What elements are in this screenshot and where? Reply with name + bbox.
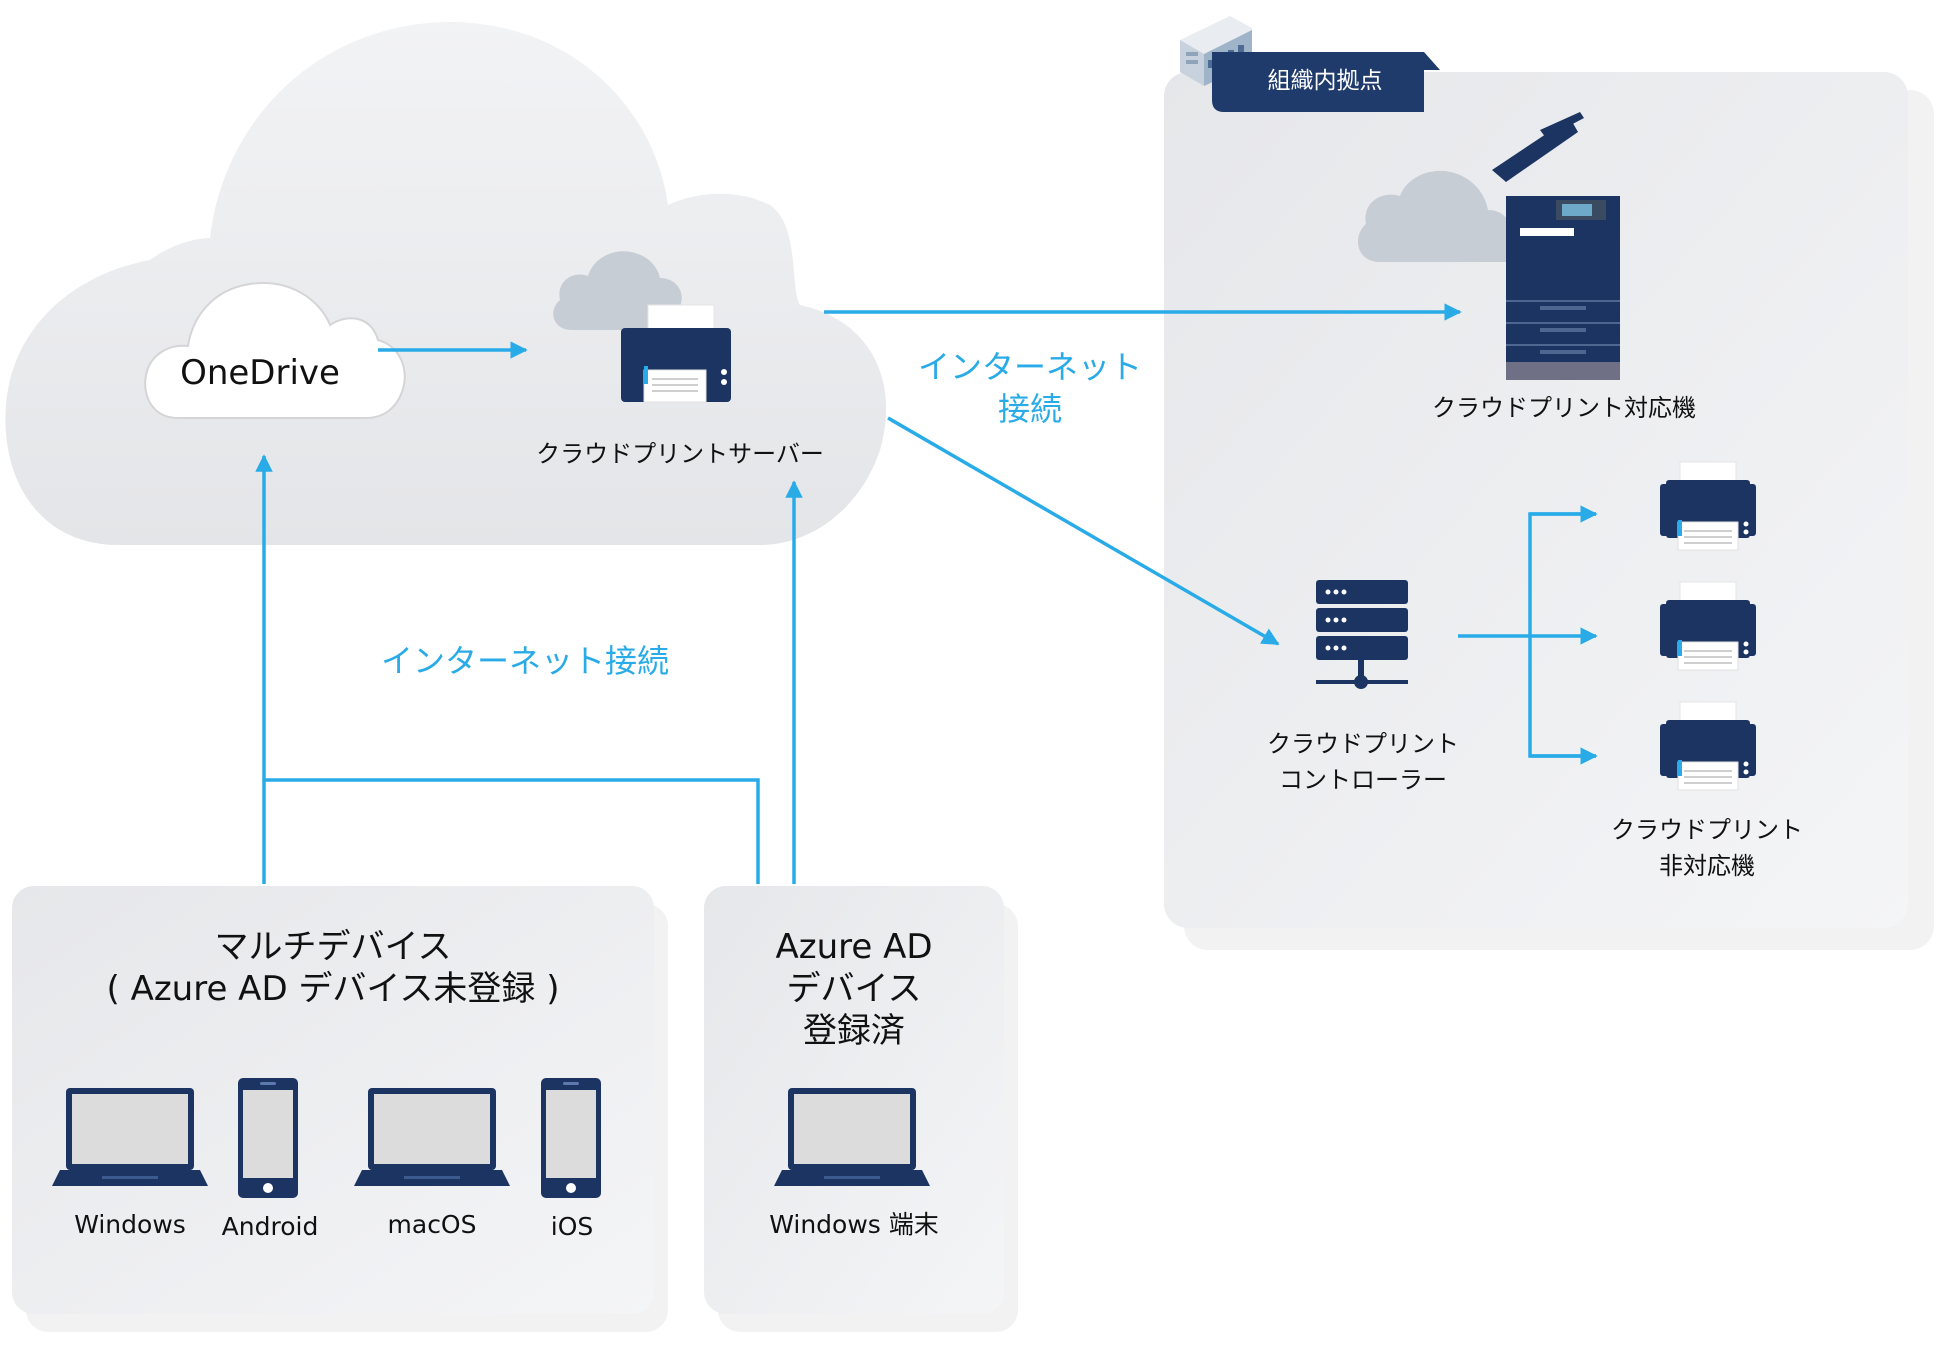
azure-title-line1: Azure AD [775, 927, 933, 967]
device-label-ios: iOS [550, 1212, 594, 1241]
azure-device-label: Windows 端末 [769, 1210, 939, 1239]
multi-device-title-line2: ( Azure AD デバイス未登録 ) [106, 969, 560, 1009]
cloud-print-mfp-icon [1357, 112, 1620, 380]
line-bridge [264, 778, 760, 884]
noncompatible-label-line2: 非対応機 [1659, 852, 1755, 880]
controller-label-line1: クラウドプリント [1267, 730, 1459, 758]
azure-windows-laptop-icon [774, 1088, 930, 1186]
azure-panel-title: Azure AD デバイス 登録済 [704, 926, 1004, 1052]
onedrive-cloud-icon [144, 282, 406, 419]
internet-label-bottom: インターネット接続 [380, 642, 669, 680]
server-label: クラウドプリントサーバー [536, 440, 824, 468]
mac-laptop-icon [354, 1088, 510, 1186]
device-label-macos: macOS [387, 1210, 477, 1239]
device-label-android: Android [221, 1212, 319, 1241]
compatible-label: クラウドプリント対応機 [1432, 394, 1696, 422]
ios-phone-icon [541, 1078, 601, 1198]
noncompatible-label-line1: クラウドプリント [1611, 816, 1803, 844]
controller-label: クラウドプリント コントローラー [1246, 726, 1480, 798]
internet-label-top: インターネット 接続 [910, 346, 1150, 430]
internet-label-top-line2: 接続 [997, 390, 1062, 428]
connector-lines [255, 303, 1598, 884]
onedrive-label: OneDrive [180, 353, 340, 393]
noncompatible-label: クラウドプリント 非対応機 [1590, 812, 1824, 884]
arrow-server-to-controller [887, 416, 1280, 646]
multi-device-title-line1: マルチデバイス [214, 927, 452, 967]
windows-laptop-icon [52, 1088, 208, 1186]
multi-device-panel-bg [12, 886, 668, 1332]
cloud-print-server-icon [553, 251, 731, 403]
azure-title-line3: 登録済 [803, 1011, 905, 1051]
cloud-print-controller-icon [1316, 580, 1408, 689]
site-badge [1212, 52, 1440, 112]
device-label-windows: Windows [74, 1210, 186, 1239]
site-badge-label: 組織内拠点 [1267, 68, 1383, 94]
multi-device-title: マルチデバイス ( Azure AD デバイス未登録 ) [12, 926, 654, 1010]
android-phone-icon [238, 1078, 298, 1198]
internet-label-top-line1: インターネット [917, 348, 1142, 386]
controller-label-line2: コントローラー [1279, 766, 1447, 794]
azure-title-line2: デバイス [786, 969, 922, 1009]
